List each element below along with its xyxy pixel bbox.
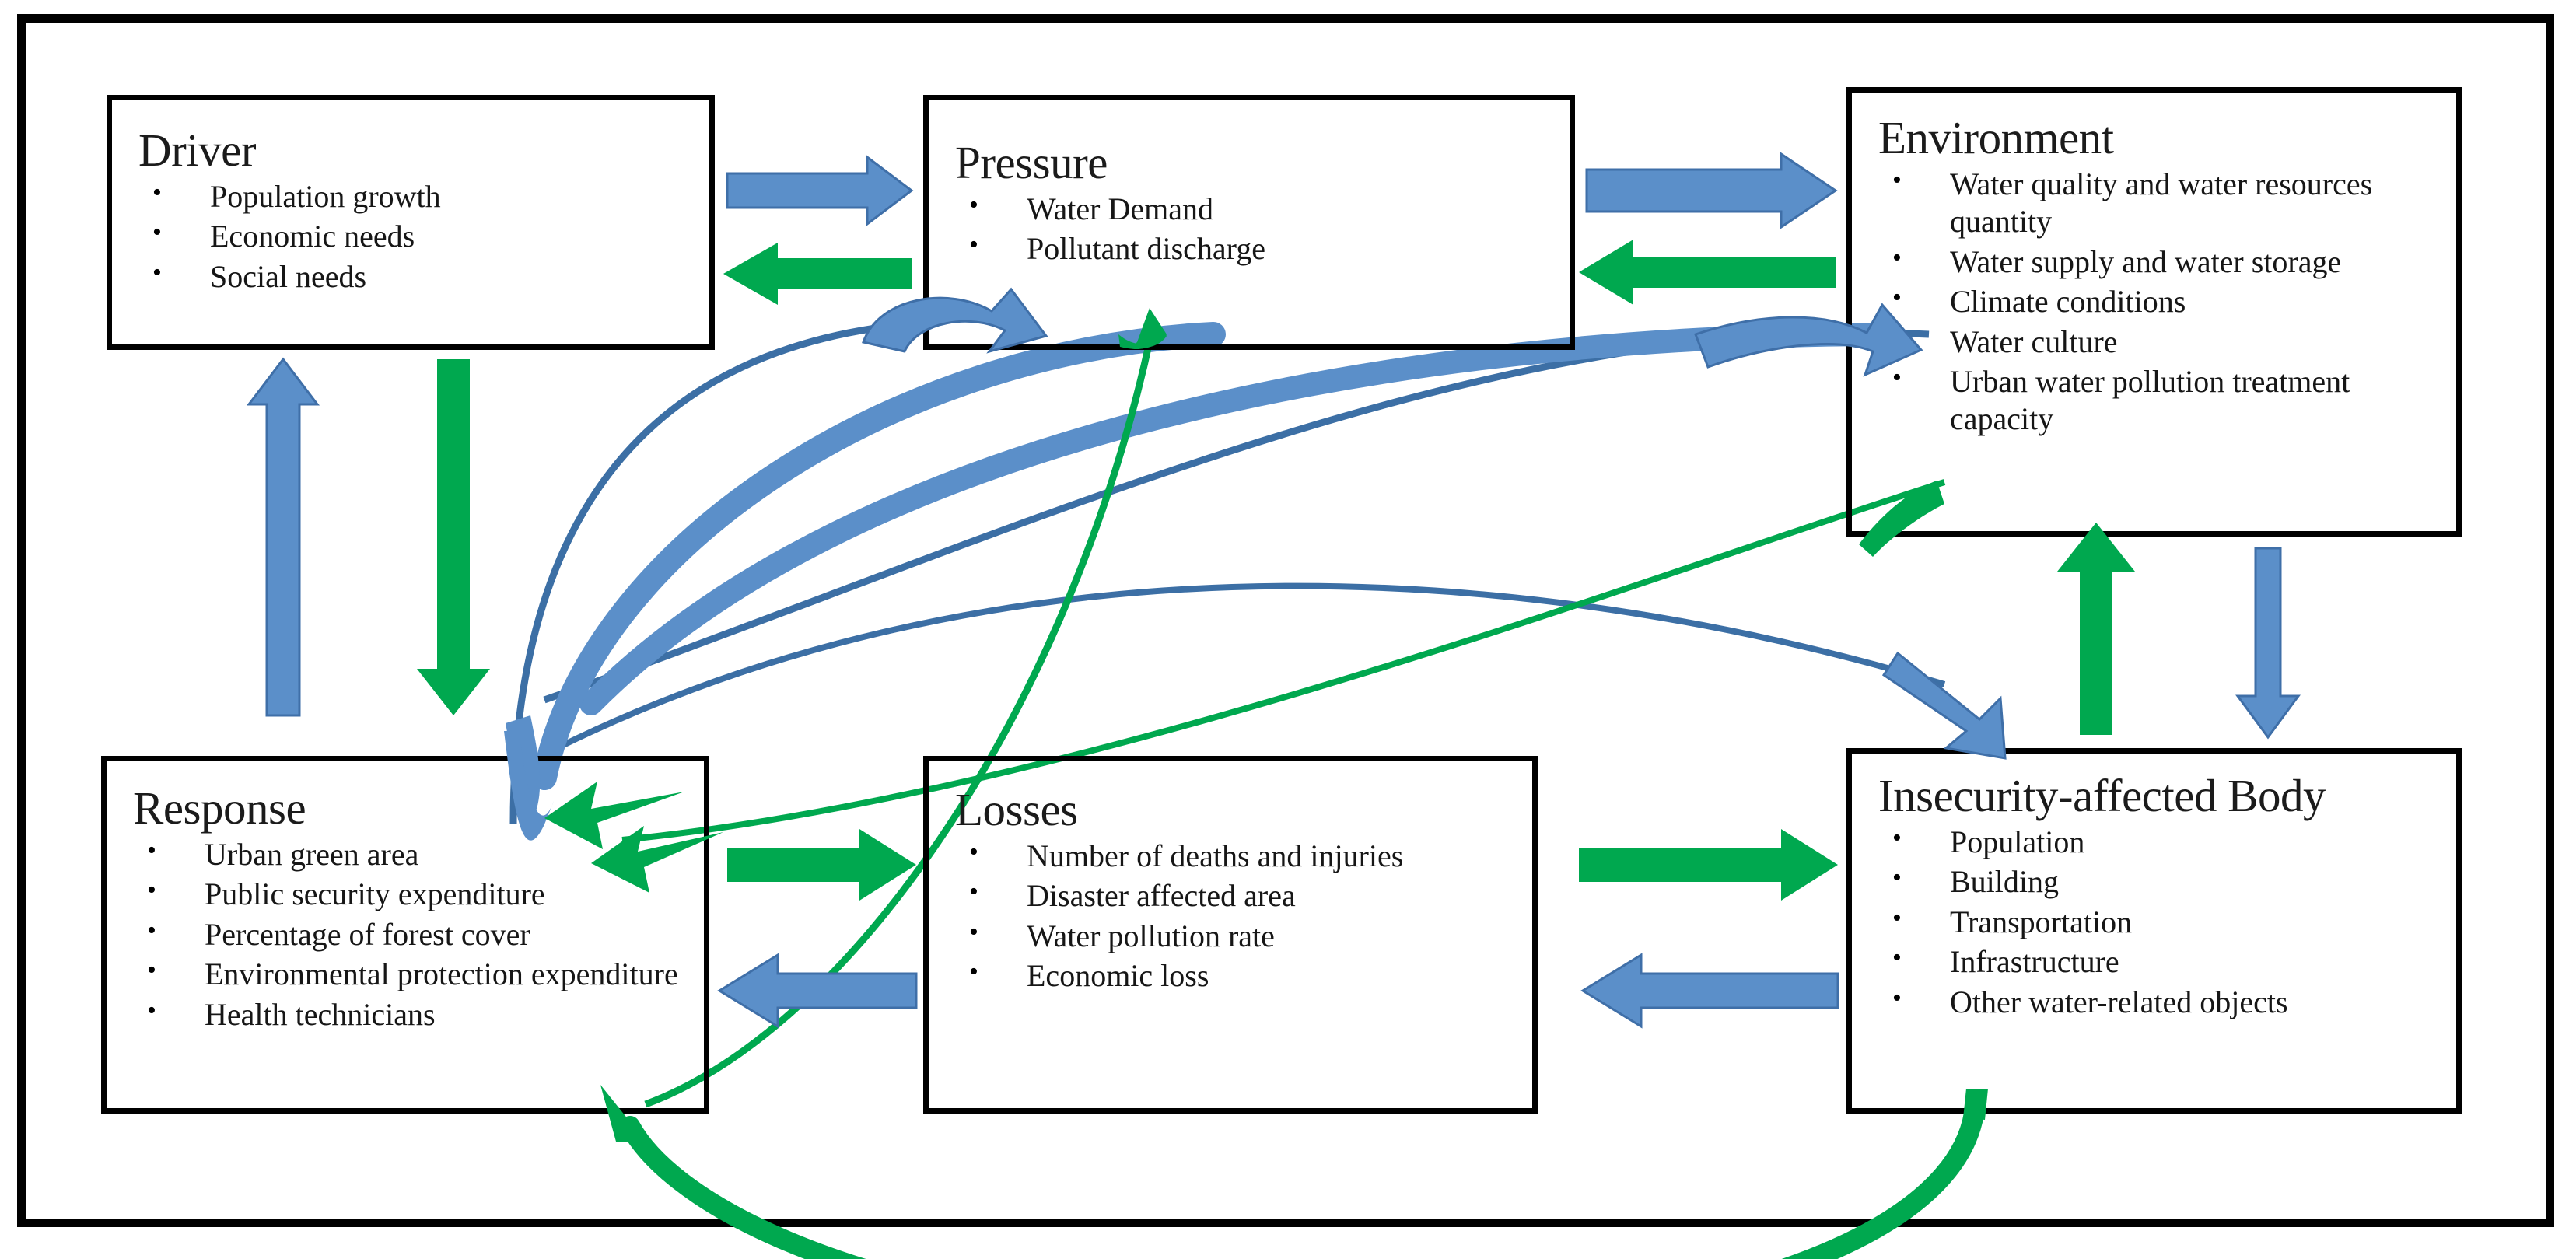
node-environment[interactable]: Environment Water quality and water reso… — [1846, 87, 2462, 537]
node-title-losses: Losses — [955, 784, 1078, 835]
list-item: Economic loss — [955, 956, 1509, 995]
node-list-insecurity: Population Building Transportation Infra… — [1878, 822, 2433, 1021]
node-list-environment: Water quality and water resources quanti… — [1878, 164, 2433, 439]
list-item: Pollutant discharge — [955, 229, 1546, 268]
list-item: Population — [1878, 822, 2433, 861]
list-item: Infrastructure — [1878, 942, 2433, 981]
node-title-response: Response — [133, 782, 306, 834]
list-item: Water Demand — [955, 189, 1546, 228]
node-list-response: Urban green area Public security expendi… — [133, 834, 681, 1033]
list-item: Economic needs — [138, 216, 686, 255]
list-item: Social needs — [138, 257, 686, 296]
node-title-pressure: Pressure — [955, 137, 1108, 188]
list-item: Percentage of forest cover — [133, 915, 681, 953]
node-insecurity-affected-body[interactable]: Insecurity-affected Body Population Buil… — [1846, 748, 2462, 1114]
list-item: Urban water pollution treatment capacity — [1878, 362, 2433, 439]
node-list-losses: Number of deaths and injuries Disaster a… — [955, 836, 1509, 995]
list-item: Other water-related objects — [1878, 981, 2433, 1021]
list-item: Public security expenditure — [133, 874, 681, 913]
list-item: Water quality and water resources quanti… — [1878, 164, 2433, 241]
node-title-environment: Environment — [1878, 112, 2114, 163]
list-item: Number of deaths and injuries — [955, 836, 1509, 875]
list-item: Water supply and water storage — [1878, 242, 2433, 281]
node-list-pressure: Water Demand Pollutant discharge — [955, 189, 1546, 268]
node-title-insecurity-affected-body: Insecurity-affected Body — [1878, 770, 2326, 821]
list-item: Building — [1878, 862, 2433, 901]
list-item: Environmental protection expenditure — [133, 954, 681, 993]
list-item: Disaster affected area — [955, 876, 1509, 915]
list-item: Water culture — [1878, 321, 2433, 361]
list-item: Transportation — [1878, 902, 2433, 941]
list-item: Water pollution rate — [955, 916, 1509, 955]
node-response[interactable]: Response Urban green area Public securit… — [101, 756, 709, 1114]
node-pressure[interactable]: Pressure Water Demand Pollutant discharg… — [923, 95, 1575, 350]
list-item: Population growth — [138, 177, 686, 215]
node-losses[interactable]: Losses Number of deaths and injuries Dis… — [923, 756, 1538, 1114]
list-item: Climate conditions — [1878, 282, 2433, 320]
list-item: Health technicians — [133, 994, 681, 1033]
node-title-driver: Driver — [138, 124, 256, 176]
node-list-driver: Population growth Economic needs Social … — [138, 177, 686, 296]
node-driver[interactable]: Driver Population growth Economic needs … — [107, 95, 715, 350]
list-item: Urban green area — [133, 834, 681, 873]
